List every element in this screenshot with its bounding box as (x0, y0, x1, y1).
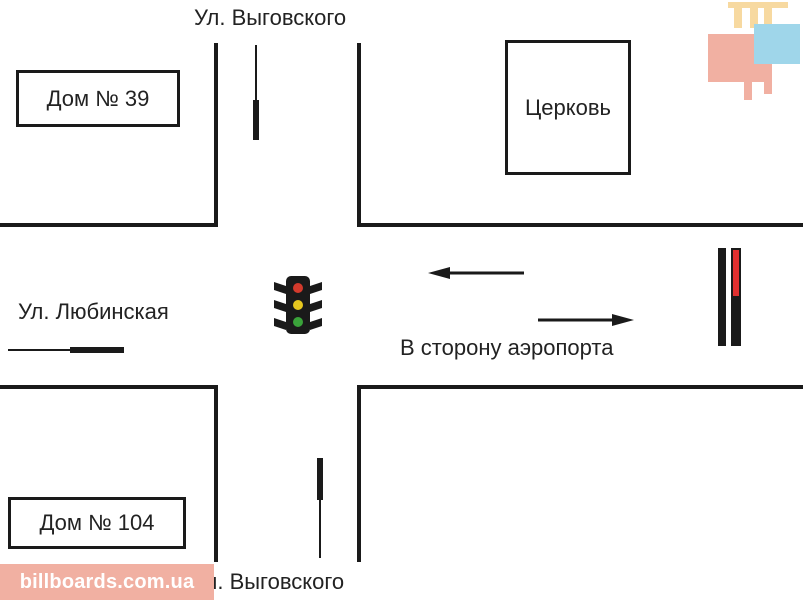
billboard-logo-icon (708, 2, 800, 100)
road-edge-bottom-right (357, 385, 803, 562)
building-house-104: Дом № 104 (8, 497, 186, 549)
traffic-light-icon (274, 276, 322, 334)
street-label-top: Ул. Выговского (194, 5, 347, 30)
arrow-left (428, 267, 524, 279)
building-house-104-label: Дом № 104 (39, 510, 155, 535)
road-edge-top-left (0, 43, 218, 227)
building-house-39: Дом № 39 (16, 70, 180, 127)
building-church: Церковь (505, 40, 631, 175)
building-church-label: Церковь (524, 94, 611, 120)
direction-label-airport: В сторону аэропорта (400, 335, 614, 360)
street-label-bottom: Ул. Выговского (192, 569, 345, 594)
watermark: billboards.com.ua (0, 564, 214, 600)
road-edge-bottom-left (0, 385, 218, 562)
barrier-icon (718, 248, 741, 346)
road-edge-top-right (357, 43, 803, 227)
building-house-39-label: Дом № 39 (46, 85, 150, 111)
arrow-right (538, 314, 634, 326)
street-label-left: Ул. Любинская (18, 299, 169, 324)
